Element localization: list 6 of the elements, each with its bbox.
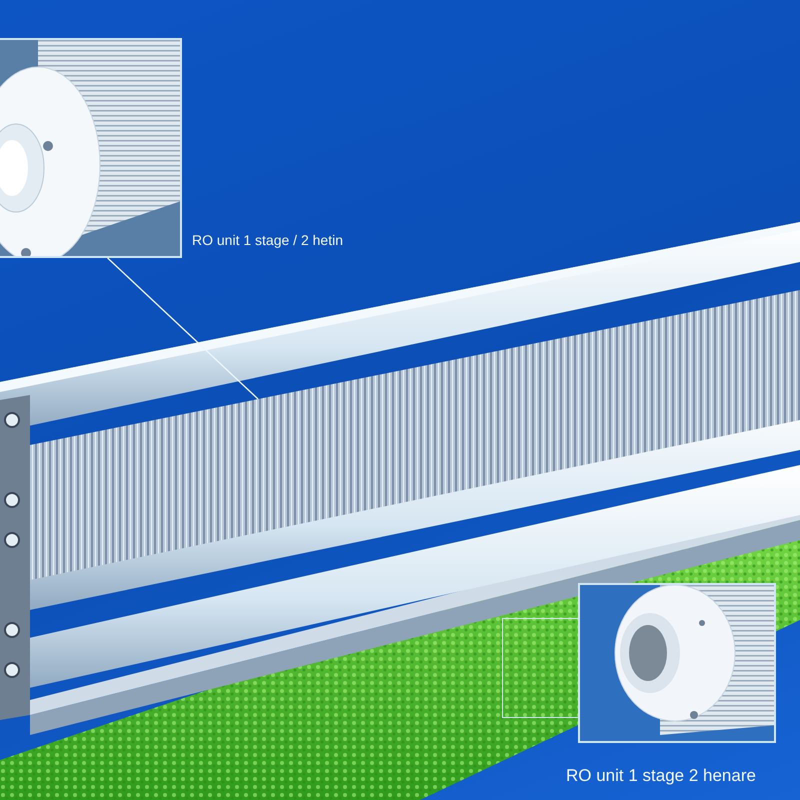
- leader-line: [107, 258, 258, 400]
- membrane-fins-drawing: [30, 290, 800, 580]
- zoom-inset-picture: [578, 583, 776, 743]
- caption-text: RO unit 1 stage / 2 hetin: [192, 232, 343, 248]
- caption-text: RO unit 1 stage 2 henare: [566, 766, 756, 786]
- zoom-inset-picture: [0, 38, 182, 258]
